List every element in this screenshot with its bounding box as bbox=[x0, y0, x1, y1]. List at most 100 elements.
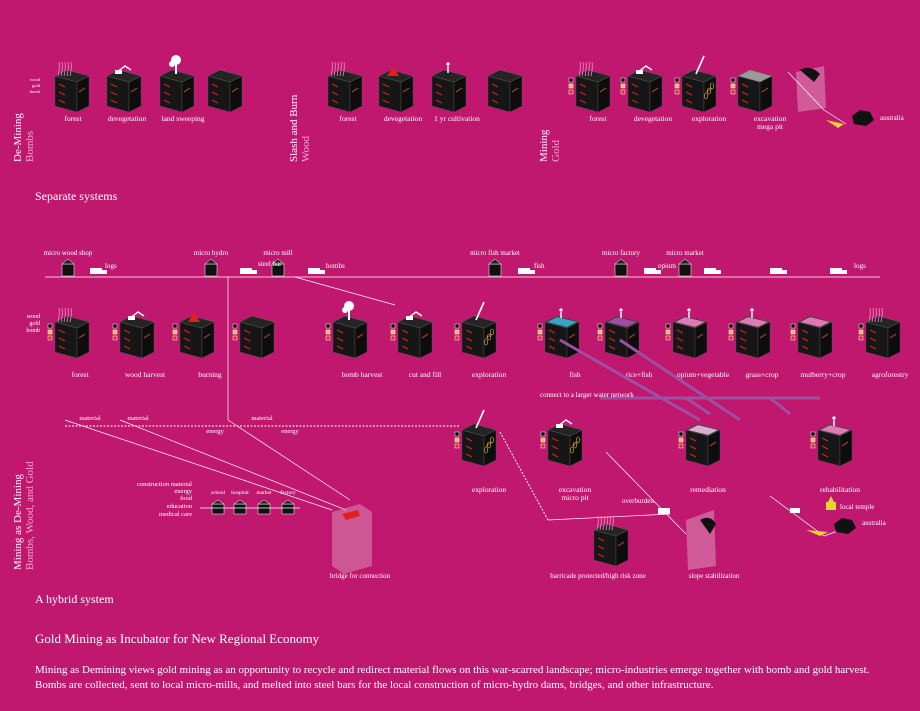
surface-pattern bbox=[738, 317, 768, 327]
flow-label-2: bombs bbox=[326, 262, 345, 270]
block-side-face bbox=[453, 75, 467, 113]
hybrid-legend-gold: gold bbox=[29, 321, 40, 327]
legend-swatch bbox=[454, 323, 460, 329]
hybrid-destination-label: australia bbox=[862, 519, 887, 527]
tree-glyph-icon bbox=[66, 61, 69, 77]
block-slash-cultivation bbox=[431, 62, 467, 113]
legend-swatch bbox=[728, 335, 734, 341]
description-paragraph: Mining as Demining views gold mining as … bbox=[35, 664, 870, 691]
excavator-icon bbox=[636, 70, 643, 74]
block-stratum-mark bbox=[579, 91, 587, 96]
row1-label-8: opium+vegetable bbox=[677, 370, 730, 379]
block-demining-forest bbox=[54, 61, 90, 113]
australia-map-icon bbox=[834, 518, 856, 534]
block-stratum-mark bbox=[821, 437, 829, 442]
destination-label: australia bbox=[880, 114, 905, 122]
block-side-face bbox=[419, 321, 433, 359]
block-hybrid-11 bbox=[790, 315, 833, 359]
block-stratum-mark bbox=[491, 91, 499, 96]
block-stratum-mark bbox=[676, 345, 684, 350]
gold-vein-icon bbox=[484, 338, 488, 346]
block-stratum-mark bbox=[597, 553, 605, 558]
worker-icon bbox=[687, 308, 691, 312]
material-label-0: material bbox=[79, 415, 100, 422]
legend-swatch bbox=[47, 323, 53, 329]
legend-swatch bbox=[674, 83, 680, 89]
block-stratum-mark bbox=[331, 83, 339, 88]
legend-swatch bbox=[454, 431, 460, 437]
block-top-face bbox=[681, 69, 717, 83]
row2-label-2: remediation bbox=[690, 485, 726, 494]
legend-swatch bbox=[112, 329, 118, 335]
gold-vein-icon bbox=[490, 436, 494, 444]
tree-glyph-icon bbox=[69, 61, 72, 77]
surface-pattern bbox=[547, 317, 577, 327]
block-stratum-mark bbox=[821, 453, 829, 458]
block-side-face bbox=[615, 529, 629, 567]
tree-glyph-icon bbox=[336, 61, 339, 77]
step-label-0: forest bbox=[589, 114, 607, 123]
truck-icon bbox=[770, 268, 782, 274]
gold-vein-icon bbox=[576, 436, 580, 444]
block-stratum-mark bbox=[465, 445, 473, 450]
surface-pattern bbox=[688, 425, 718, 435]
material-flow-line bbox=[294, 276, 396, 306]
block-slash-devegetation bbox=[378, 66, 414, 113]
block-stratum-mark bbox=[741, 83, 749, 88]
micro-industry-roof-icon bbox=[488, 258, 502, 265]
block-stratum-mark bbox=[382, 83, 390, 88]
facility-label-3: factory bbox=[280, 489, 296, 496]
block-stratum-mark bbox=[183, 87, 191, 93]
legend-label-bomb: bomb bbox=[30, 89, 41, 94]
legend-swatch bbox=[325, 335, 331, 341]
block-front-face bbox=[735, 321, 759, 359]
water-network-line bbox=[619, 338, 741, 422]
legend-swatch bbox=[537, 335, 543, 341]
tree-glyph-icon bbox=[330, 61, 333, 77]
tree-glyph-icon bbox=[342, 61, 345, 77]
water-network-label: connect to a larger water network bbox=[540, 391, 634, 399]
block-stratum-mark bbox=[841, 441, 849, 447]
micro-industry-label-0: micro wood shop bbox=[44, 249, 93, 257]
gold-vein-icon bbox=[704, 92, 708, 100]
block-front-face bbox=[575, 75, 599, 113]
block-top-face bbox=[54, 315, 90, 329]
truck-icon bbox=[518, 268, 530, 274]
truck-icon bbox=[320, 270, 325, 274]
row1-label-3: bomb harvest bbox=[342, 370, 384, 379]
micro-industry-hut-icon bbox=[204, 263, 218, 277]
tree-glyph-icon bbox=[611, 515, 614, 531]
block-stratum-mark bbox=[579, 83, 587, 88]
block-side-face bbox=[703, 75, 717, 113]
micro-industry-hut-icon bbox=[678, 263, 692, 277]
truck-icon bbox=[790, 508, 800, 513]
legend-swatch bbox=[728, 323, 734, 329]
tree-glyph-icon bbox=[66, 307, 69, 323]
block-front-face bbox=[487, 75, 511, 113]
block-stratum-mark bbox=[739, 337, 747, 342]
legend-swatch bbox=[674, 89, 680, 95]
legend-swatch bbox=[858, 335, 864, 341]
block-stratum-mark bbox=[130, 87, 138, 93]
block-side-face bbox=[141, 321, 155, 359]
block-stratum-mark bbox=[110, 99, 118, 104]
facility-roof-icon bbox=[257, 499, 271, 505]
energy-label-0: energy bbox=[206, 428, 224, 435]
row-title-demining: De-Mining bbox=[12, 113, 24, 162]
hybrid-subtitle: Bombs, Wood, and Gold bbox=[24, 461, 36, 570]
tree-glyph-icon bbox=[608, 515, 611, 531]
hybrid-system-label: A hybrid system bbox=[35, 592, 114, 606]
step-label-2: 1 yr cultivation bbox=[434, 114, 480, 123]
block-stratum-mark bbox=[263, 333, 271, 339]
micro-industry-roof-icon bbox=[614, 258, 628, 265]
truck-icon bbox=[782, 270, 787, 274]
block-side-face bbox=[839, 429, 853, 467]
legend-swatch bbox=[390, 335, 396, 341]
block-front-face bbox=[681, 75, 705, 113]
micro-industry-roof-icon bbox=[271, 258, 285, 265]
tree-glyph-icon bbox=[584, 61, 587, 77]
block-front-face bbox=[159, 75, 183, 113]
water-network-line bbox=[685, 396, 711, 416]
truck-icon bbox=[644, 268, 656, 274]
